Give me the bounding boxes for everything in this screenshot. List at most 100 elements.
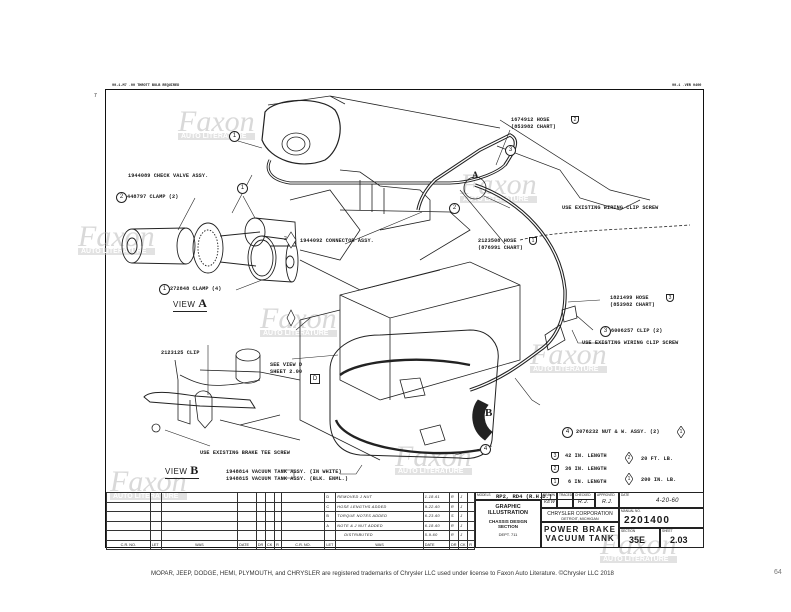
callout-circle-3: 3 (505, 145, 516, 156)
revision-row: DISTRIBUTED 5-9-60 R J (106, 530, 475, 541)
view-a-title: VIEW A (173, 296, 208, 312)
rev-dr: R (448, 520, 460, 531)
rev-was: HOSE LENGTHS ADDED (335, 501, 424, 512)
dept-cell: GRAPHIC ILLUSTRATION CHASSIS DESIGN SECT… (475, 500, 541, 548)
rev-ck: J (458, 520, 469, 531)
rev-ck: J (458, 511, 469, 522)
rev-let: B (324, 511, 337, 522)
torque-code: 1 (625, 473, 633, 485)
date-cell: DATE 4-20-60 (619, 492, 704, 508)
clamp-4-circle: 1 (159, 284, 170, 295)
hose-mid-label: 2123508 HOSE (478, 238, 517, 244)
manual-no: 2201400 (624, 515, 670, 526)
col-header: WAS (160, 539, 239, 550)
section-cell: SECTION 35E (619, 528, 660, 548)
rev-dr: R (448, 492, 460, 503)
length-text: 6 IN. LENGTH (568, 479, 607, 485)
rev-dr: R (448, 530, 460, 541)
traced-cell: TRACED (557, 492, 573, 508)
clip-screw-top-label: USE EXISTING WIRING CLIP SCREW (562, 205, 659, 211)
revision-row: B TORQUE NOTES ADDED 6-23-60 S J (106, 511, 475, 522)
rev-date: 6-23-60 (422, 511, 450, 522)
hose-right-length-code: 3 (666, 294, 674, 302)
nut-torque-code: 1 (677, 426, 685, 438)
rev-let: A (324, 520, 337, 531)
col-header: C.R. NO. (280, 539, 326, 550)
callout-circle-2: 2 (449, 203, 460, 214)
col-header: CK (458, 539, 469, 550)
company-cell: CHRYSLER CORPORATION DETROIT, MICHIGAN (541, 508, 619, 522)
nut-circle: 4 (562, 427, 573, 438)
clamp-4-label: 272848 CLAMP (4) (170, 286, 222, 292)
clamp-2-circle: 2 (116, 192, 127, 203)
revision-row: A NOTE & J NUT ADDED 6-18-60 R J (106, 520, 475, 531)
hose-mid-length-code: 1 (529, 237, 537, 245)
clip-right-label: 6006257 CLIP (2) (611, 328, 663, 334)
col-header: WAS (335, 539, 424, 550)
rev-was: DISTRIBUTED (335, 530, 424, 541)
rev-was: REMOVED J NUT (335, 492, 424, 503)
length-text: 42 IN. LENGTH (565, 453, 607, 459)
rev-dr: R (448, 501, 460, 512)
length-code: 1 (551, 478, 559, 486)
see-view-d-line2: SHEET 2.00 (270, 369, 303, 375)
drawing-title-line2: VACUUM TANK (545, 534, 615, 543)
checked-cell: CHECKED R.J. (573, 492, 595, 508)
rev-let (324, 530, 337, 541)
manual-no-cell: MANUAL NO. 2201400 (619, 508, 704, 528)
col-header: R (467, 539, 475, 550)
section-value: 35E (629, 535, 646, 545)
see-view-d-line1: SEE VIEW D (270, 362, 303, 368)
page-number: 64 (774, 569, 782, 576)
revision-row: D REMOVED J NUT 1-18-61 R J (106, 492, 475, 503)
length-code: 2 (551, 465, 559, 473)
torque-code: 2 (625, 452, 633, 464)
view-b-title: VIEW B (165, 463, 199, 479)
rev-was: TORQUE NOTES ADDED (335, 511, 424, 522)
hose-top-chart: (853982 CHART) (511, 124, 556, 130)
rev-ck: J (458, 492, 469, 503)
clip-2123125-label: 2123125 CLIP (161, 350, 200, 356)
length-text: 36 IN. LENGTH (565, 466, 607, 472)
drawing-title-line1: POWER BRAKE (544, 525, 616, 534)
code-symbols (285, 231, 297, 327)
nut-label: 2076232 NUT & W. ASSY. (2) (576, 429, 660, 435)
col-header: CK (265, 539, 276, 550)
rev-let: D (324, 492, 337, 503)
rev-date: 6-18-60 (422, 520, 450, 531)
length-code: 3 (551, 452, 559, 460)
col-header: DR (255, 539, 267, 550)
hose-right-chart: (853982 CHART) (610, 302, 655, 308)
trademark-footer: MOPAR, JEEP, DODGE, HEMI, PLYMOUTH, and … (151, 570, 614, 577)
rev-ck: J (458, 501, 469, 512)
check-valve-label: 1944089 CHECK VALVE ASSY. (128, 173, 209, 179)
rev-dr: S (448, 511, 460, 522)
col-header: C.R. NO. (106, 539, 151, 550)
revision-row: C HOSE LENGTHS ADDED 9-22-60 R J (106, 501, 475, 512)
models-value: RP2, RD4 (R.H.D.) (496, 493, 553, 500)
clip-right-circle: 3 (600, 326, 611, 337)
engine-outline (261, 95, 507, 291)
hose-top-label: 1674912 HOSE (511, 117, 550, 123)
revision-table: D REMOVED J NUT 1-18-61 R J C HOSE LENGT… (106, 492, 475, 550)
sheet-value: 2.03 (670, 535, 688, 545)
hose-top-length-code: 2 (571, 116, 579, 124)
callout-circle-4: 4 (480, 444, 491, 455)
detail-a-letter: A (472, 170, 479, 180)
view-a-check-valve (121, 217, 299, 283)
vacuum-tank-outline (299, 261, 521, 461)
col-header: DATE (422, 539, 450, 550)
callout-circle-1: 1 (229, 131, 240, 142)
connector-torque-code: 2 (284, 236, 287, 242)
col-header: LET (324, 539, 337, 550)
brake-tee-label: USE EXISTING BRAKE TEE SCREW (200, 450, 290, 456)
approved-cell: APPROVED R.J. (595, 492, 619, 508)
vacuum-tank-white-label: 1948814 VACUUM TANK ASSY. (IN WHITE) (226, 469, 342, 475)
sheet-cell: SHEET 2.03 (660, 528, 704, 548)
hose-right-label: 1821499 HOSE (610, 295, 649, 301)
rev-date: 5-9-60 (422, 530, 450, 541)
rev-let: C (324, 501, 337, 512)
detail-b-letter: B (485, 407, 493, 419)
view-d-box: D (310, 374, 320, 384)
